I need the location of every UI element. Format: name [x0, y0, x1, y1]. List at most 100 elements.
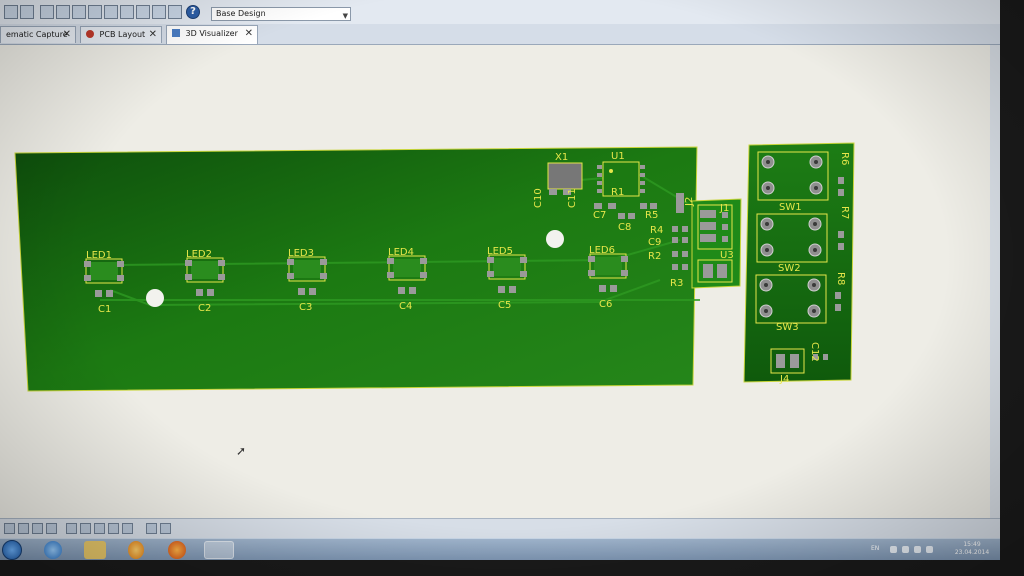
label-c6: C6 — [599, 299, 612, 310]
close-icon[interactable]: ✕ — [148, 29, 157, 40]
led-pad — [487, 257, 494, 263]
view-front-icon[interactable] — [94, 523, 105, 534]
save-icon[interactable] — [20, 5, 34, 19]
clock-date: 23.04.2014 — [954, 549, 990, 556]
label-c10: C10 — [533, 188, 544, 208]
connector-board — [691, 198, 742, 289]
drill-hole — [764, 283, 768, 287]
taskbar: EN 15:49 23.04.2014 — [0, 538, 1000, 560]
help-icon[interactable]: ? — [186, 5, 200, 19]
j1-outline — [697, 204, 733, 250]
label-r4: R4 — [650, 225, 663, 236]
zoom-in-icon[interactable] — [4, 523, 15, 534]
switch-footprint — [757, 151, 829, 201]
clock-time: 15:49 — [963, 541, 981, 548]
firefox-icon[interactable] — [168, 541, 186, 559]
led-pad — [185, 274, 192, 280]
label-c2: C2 — [198, 303, 211, 314]
label-sw1: SW1 — [779, 202, 802, 213]
label-r7: R7 — [839, 206, 850, 219]
label-c4: C4 — [399, 301, 412, 312]
media-player-icon[interactable] — [128, 541, 144, 559]
redo-icon[interactable] — [104, 5, 118, 19]
led-pad — [588, 270, 595, 276]
clock[interactable]: 15:49 23.04.2014 — [950, 541, 994, 557]
new-icon[interactable] — [4, 5, 18, 19]
label-j4: J4 — [779, 374, 789, 385]
status-bar — [0, 518, 1000, 539]
drill-hole — [766, 160, 770, 164]
zoom-out-icon[interactable] — [18, 523, 29, 534]
led-pad — [320, 259, 327, 265]
drill-hole — [812, 309, 816, 313]
undo-icon[interactable] — [88, 5, 102, 19]
tab-pcb-layout[interactable]: PCB Layout ✕ — [80, 26, 162, 43]
print-icon[interactable] — [146, 523, 157, 534]
design-select-value: Base Design — [216, 9, 266, 18]
u1-pads — [597, 165, 645, 193]
led-pad — [218, 260, 225, 266]
label-r2: R2 — [648, 251, 661, 262]
cap-pad — [298, 288, 305, 295]
design-select[interactable]: Base Design ▼ — [211, 7, 351, 21]
drill-hole — [814, 186, 818, 190]
cap-pad — [196, 289, 203, 296]
mounting-hole — [546, 230, 564, 248]
document-icon[interactable] — [152, 5, 166, 19]
led-pad — [420, 272, 427, 278]
tab-3d-visualizer[interactable]: 3D Visualizer ✕ — [166, 25, 258, 44]
tab-schematic-capture[interactable]: ematic Capture ✕ — [0, 26, 76, 43]
cap-pad — [398, 287, 405, 294]
view-back-icon[interactable] — [108, 523, 119, 534]
export-icon[interactable] — [160, 523, 171, 534]
label-c12: C12 — [809, 342, 820, 362]
tray-icon[interactable] — [902, 546, 909, 553]
volume-icon[interactable] — [926, 546, 933, 553]
led-footprint — [84, 258, 124, 297]
led-footprint — [387, 255, 427, 294]
led-pad — [420, 258, 427, 264]
vertical-scrollbar[interactable] — [990, 45, 1000, 518]
folder-icon[interactable] — [84, 541, 106, 559]
led-pad — [320, 273, 327, 279]
view-top-icon[interactable] — [66, 523, 77, 534]
switch-footprint — [755, 274, 827, 324]
zoom-fit-icon[interactable] — [32, 523, 43, 534]
silkscreen-labels: LED1 LED2 LED3 LED4 LED5 LED6 C1 C2 C3 C… — [86, 151, 850, 385]
drill-hole — [812, 283, 816, 287]
label-c3: C3 — [299, 302, 312, 313]
switch-group — [755, 151, 829, 324]
close-icon[interactable]: ✕ — [62, 29, 71, 40]
copy-icon[interactable] — [56, 5, 70, 19]
cap-pad — [309, 288, 316, 295]
language-indicator[interactable]: EN — [871, 545, 880, 552]
led-pad — [84, 275, 91, 281]
proteus-taskbar-button[interactable] — [204, 541, 234, 559]
internet-explorer-icon[interactable] — [44, 541, 62, 559]
led-pad — [287, 259, 294, 265]
start-button[interactable] — [2, 540, 22, 560]
cut-icon[interactable] — [40, 5, 54, 19]
u3-outline — [697, 259, 733, 283]
tray-icon[interactable] — [890, 546, 897, 553]
led-pad — [621, 256, 628, 262]
paste-icon[interactable] — [72, 5, 86, 19]
grid-icon[interactable] — [120, 5, 134, 19]
list-icon[interactable] — [136, 5, 150, 19]
document-icon[interactable] — [168, 5, 182, 19]
tray-icon[interactable] — [914, 546, 921, 553]
led-pad — [520, 257, 527, 263]
view-bottom-icon[interactable] — [80, 523, 91, 534]
view-side-icon[interactable] — [122, 523, 133, 534]
cap-pad — [509, 286, 516, 293]
pin1-dot — [609, 169, 613, 173]
close-icon[interactable]: ✕ — [244, 28, 253, 39]
tab-label: ematic Capture — [6, 30, 68, 39]
led-pad — [185, 260, 192, 266]
drill-hole — [765, 222, 769, 226]
pcb-icon — [86, 30, 94, 38]
label-j2: J2 — [684, 197, 695, 207]
label-led5: LED5 — [487, 246, 513, 257]
rotate-icon[interactable] — [46, 523, 57, 534]
label-j1: J1 — [719, 203, 729, 214]
